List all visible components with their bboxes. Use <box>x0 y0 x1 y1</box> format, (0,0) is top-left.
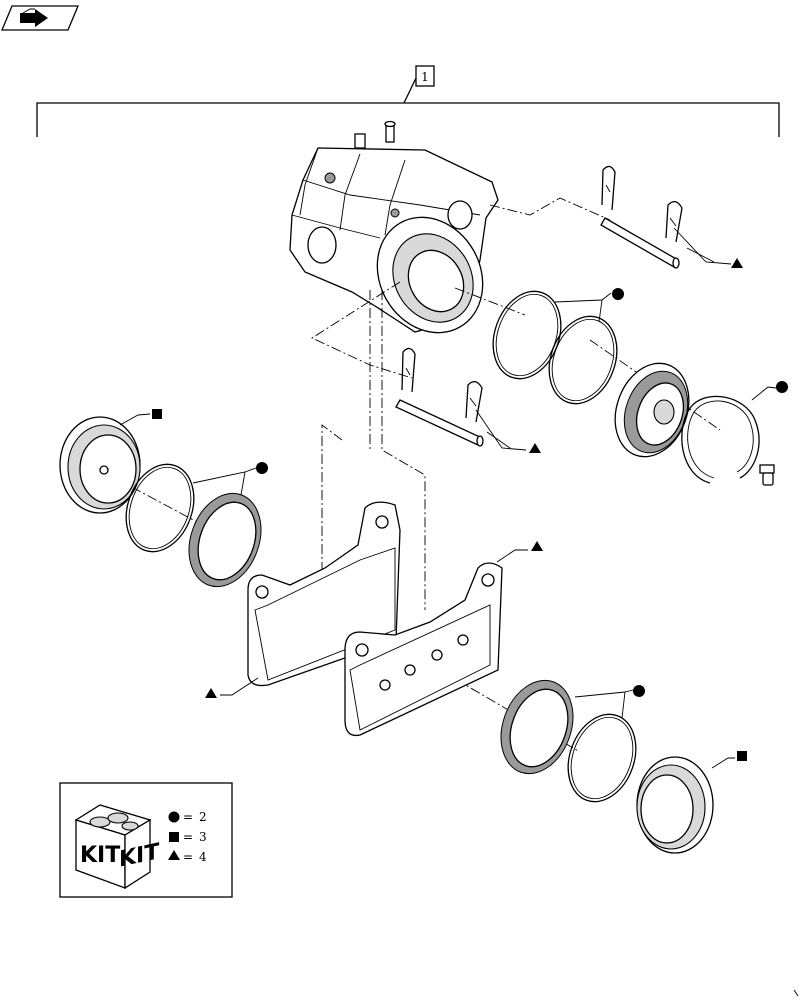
legend-row-square: = 3 <box>169 830 207 844</box>
piston-right <box>614 362 690 458</box>
seal-callout-right <box>554 288 624 323</box>
o-ring-left <box>125 463 195 553</box>
kit-box-icon: KIT KIT <box>74 804 160 890</box>
seal-callout-left <box>192 462 268 496</box>
o-ring-right-inner <box>548 315 618 405</box>
o-ring-lower-right <box>567 713 637 803</box>
piston-left <box>59 416 141 514</box>
assembly-arrow-icon[interactable] <box>1 5 79 31</box>
pin-callout-upper <box>673 227 743 268</box>
snap-ring <box>681 395 760 484</box>
lower-guide-pin <box>395 347 484 447</box>
snap-ring-callout <box>751 381 788 401</box>
legend-equals-circle: = <box>183 810 193 824</box>
legend-row-triangle: = 4 <box>168 850 207 864</box>
pad-callout-outer <box>496 541 543 563</box>
piston-callout-left <box>119 409 162 426</box>
brake-pad-outer <box>344 562 503 737</box>
legend-count-square: 3 <box>199 830 207 844</box>
bleed-screw <box>759 464 775 486</box>
o-ring-right-outer <box>492 290 562 380</box>
legend-count-triangle: 4 <box>199 850 207 864</box>
kit-legend: KIT KIT = 2 = 3 = 4 <box>59 782 233 898</box>
item-number: 1 <box>421 70 429 84</box>
kit-word-left: KIT <box>80 843 120 868</box>
upper-guide-pin <box>600 165 683 269</box>
pin-callout-lower <box>475 409 541 453</box>
piston-callout-lower <box>711 751 747 769</box>
legend-equals-square: = <box>183 830 193 844</box>
corner-mark <box>793 989 799 997</box>
legend-row-circle: = 2 <box>168 810 207 824</box>
assembly-bracket <box>36 77 780 137</box>
legend-equals-triangle: = <box>183 850 193 864</box>
seal-left <box>188 492 262 588</box>
piston-lower-right <box>636 756 714 854</box>
legend-count-circle: 2 <box>199 810 207 824</box>
caliper-housing <box>289 120 499 334</box>
seal-callout-lower <box>574 685 645 719</box>
seal-lower-right <box>500 679 574 775</box>
item-callout-1[interactable]: 1 <box>415 65 435 87</box>
pad-callout-inner <box>205 677 259 698</box>
